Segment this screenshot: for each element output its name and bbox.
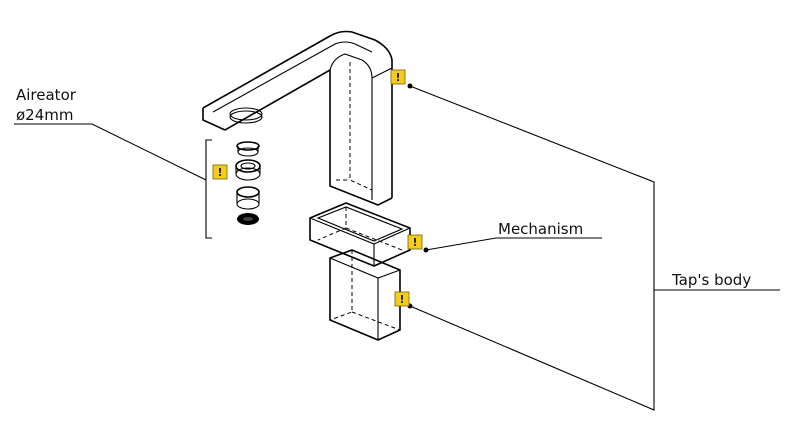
svg-text:!: ! <box>412 236 417 249</box>
leader-dot-spout <box>407 83 413 89</box>
svg-text:!: ! <box>217 166 222 179</box>
tap-spout <box>202 30 393 206</box>
tap-lower-body <box>329 249 401 341</box>
aerator-diameter-label: ø24mm <box>16 106 74 124</box>
warning-icon: ! <box>394 291 410 307</box>
warning-icon: ! <box>212 164 228 180</box>
aerator-bracket <box>205 139 212 239</box>
warning-icon: ! <box>407 234 423 250</box>
aerator-parts <box>235 141 261 225</box>
leader-lines <box>14 85 780 411</box>
taps-body-label: Tap's body <box>671 271 751 289</box>
mechanism-label: Mechanism <box>498 220 583 238</box>
svg-text:!: ! <box>399 293 404 306</box>
leader-dot-mechanism <box>423 247 429 253</box>
aerator-label: Aireator <box>16 86 77 104</box>
mechanism-part <box>309 202 411 267</box>
warning-icon: ! <box>390 69 406 85</box>
svg-text:!: ! <box>395 71 400 84</box>
